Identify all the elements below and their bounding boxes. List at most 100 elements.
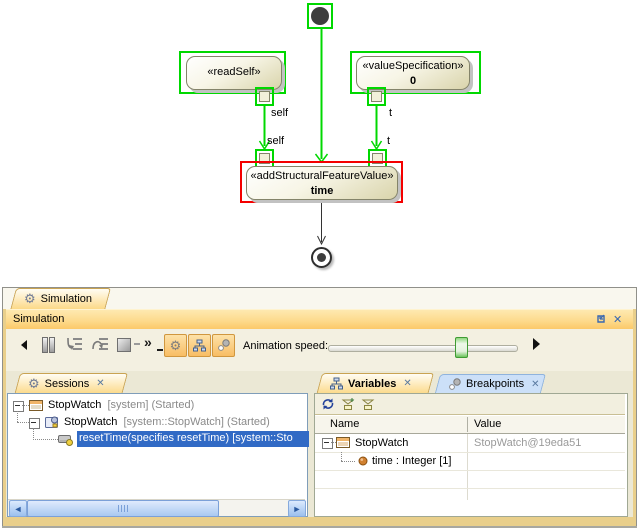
stop-button[interactable] <box>117 338 131 352</box>
export-variable-icon <box>341 398 355 410</box>
column-separator <box>467 434 468 500</box>
variables-row-stopwatch[interactable]: StopWatch StopWatch@19eda51 <box>315 434 625 453</box>
add-sfv-name: time <box>310 185 334 197</box>
add-sfv-action-selection[interactable]: «addStructuralFeatureValue» time <box>240 161 403 203</box>
variable-name: time : Integer [1] <box>372 455 452 467</box>
tab-simulation-label: Simulation <box>40 292 93 305</box>
pin-square-icon <box>371 91 382 102</box>
expander-collapse-icon[interactable] <box>322 438 333 449</box>
expand-right-icon[interactable] <box>533 338 540 350</box>
close-panel-icon[interactable]: ✕ <box>613 314 623 326</box>
sessions-horizontal-scrollbar[interactable]: ◄ ► <box>8 499 306 517</box>
pause-button[interactable] <box>42 337 55 353</box>
pause-icon <box>49 337 55 353</box>
session-detail: [system] (Started) <box>107 399 195 411</box>
initial-node-circle-icon <box>311 7 329 25</box>
value-spec-result-pin[interactable] <box>367 87 386 106</box>
pin-label-t-target[interactable]: t <box>387 135 391 147</box>
collapse-variable-icon <box>361 399 375 410</box>
resume-underscore <box>157 349 163 351</box>
column-header-name: Name <box>330 418 360 430</box>
expander-collapse-icon[interactable] <box>29 418 40 429</box>
toolbar-dash <box>134 343 140 345</box>
tab-simulation[interactable]: ⚙ Simulation <box>10 288 111 309</box>
step-over-icon <box>92 338 108 350</box>
sessions-pane: StopWatch [system] (Started) StopWatch [… <box>7 393 309 517</box>
refresh-button[interactable] <box>321 397 335 414</box>
read-self-action[interactable]: «readSelf» <box>186 56 282 90</box>
value-spec-action-selection[interactable]: «valueSpecification» 0 <box>350 51 481 94</box>
empty-row-separator <box>315 488 625 489</box>
pin-label-t-source[interactable]: t <box>389 107 393 119</box>
hierarchy-icon <box>193 339 206 352</box>
animation-speed-label: Animation speed: <box>243 340 328 352</box>
value-spec-action[interactable]: «valueSpecification» 0 <box>356 56 470 90</box>
read-self-action-selection[interactable]: «readSelf» <box>179 51 286 94</box>
scroll-right-button[interactable]: ► <box>288 500 306 517</box>
activity-diagram-canvas[interactable]: «readSelf» «valueSpecification» 0 self s… <box>0 0 639 285</box>
toggle-breakpoints-button[interactable] <box>212 334 235 357</box>
activity-final-node[interactable] <box>311 247 332 268</box>
session-row-stopwatch-behavior[interactable]: StopWatch [system::StopWatch] (Started) <box>64 416 270 428</box>
simulation-panel-header: Simulation ✕ <box>6 309 633 330</box>
close-sessions-tab-icon[interactable]: ✕ <box>96 378 105 389</box>
animation-speed-slider-track[interactable] <box>328 345 518 352</box>
expander-collapse-icon[interactable] <box>13 401 24 412</box>
close-variables-tab-icon[interactable]: ✕ <box>403 378 412 389</box>
final-node-dot-icon <box>317 253 326 262</box>
read-self-stereotype: «readSelf» <box>207 66 261 78</box>
breakpoints-tab-icon <box>449 377 461 390</box>
pin-label-self-target[interactable]: self <box>267 135 285 147</box>
stopwatch-instance-icon <box>336 437 350 448</box>
variables-table-header: Name Value <box>315 416 625 434</box>
tree-connector <box>341 461 355 462</box>
session-detail: [system::StopWatch] (Started) <box>123 416 270 428</box>
collapse-left-icon[interactable] <box>21 340 27 350</box>
tab-variables-label: Variables <box>348 377 397 390</box>
step-over-button[interactable] <box>91 336 110 357</box>
variables-row-time[interactable]: time : Integer [1] <box>315 452 625 471</box>
scroll-grip-icon <box>118 505 128 512</box>
simulation-tab-row <box>3 288 636 309</box>
tab-sessions-label: Sessions <box>44 377 90 390</box>
float-window-icon[interactable] <box>595 312 607 327</box>
tree-connector <box>33 439 58 440</box>
export-variable-button[interactable] <box>341 397 356 414</box>
pin-label-self-source[interactable]: self <box>271 107 289 119</box>
scroll-thumb[interactable] <box>27 500 219 517</box>
resume-button[interactable]: » <box>144 335 163 352</box>
pin-square-icon <box>259 153 270 164</box>
toggle-simulation-console-button[interactable]: ⚙ <box>164 334 187 357</box>
simulation-gear-icon: ⚙ <box>24 291 36 306</box>
value-slot-icon <box>358 456 368 466</box>
add-sfv-action[interactable]: «addStructuralFeatureValue» time <box>246 166 398 200</box>
add-sfv-stereotype: «addStructuralFeatureValue» <box>250 170 394 182</box>
read-self-result-pin[interactable] <box>255 87 274 106</box>
behavior-execution-icon <box>45 416 58 428</box>
scroll-left-button[interactable]: ◄ <box>9 500 27 517</box>
breakpoints-icon <box>217 339 230 351</box>
window-bottom-shadow <box>2 526 637 528</box>
variables-pane: Name Value StopWatch StopWatch@19eda51 <box>314 393 628 517</box>
close-breakpoints-tab-icon[interactable]: ✕ <box>531 378 540 390</box>
value-spec-stereotype: «valueSpecification» <box>362 60 464 72</box>
initial-node[interactable] <box>307 3 333 29</box>
toggle-variables-button[interactable] <box>188 334 211 357</box>
pin-square-icon <box>259 91 270 102</box>
session-row-stopwatch-system[interactable]: StopWatch [system] (Started) <box>48 399 194 411</box>
panel-title: Simulation <box>13 313 65 325</box>
tree-connector <box>341 452 342 461</box>
step-into-button[interactable] <box>65 336 84 357</box>
column-separator[interactable] <box>467 417 468 432</box>
tab-breakpoints[interactable]: Breakpoints ✕ <box>434 374 546 394</box>
session-row-resettime-selected[interactable]: resetTime(specifies resetTime) [system::… <box>77 431 309 447</box>
collapse-variable-button[interactable] <box>361 397 376 414</box>
tab-variables[interactable]: Variables ✕ <box>316 373 434 394</box>
gear-icon: ⚙ <box>169 338 182 353</box>
tree-connector <box>22 405 29 406</box>
tab-sessions[interactable]: ⚙ Sessions ✕ <box>14 373 128 394</box>
tree-connector <box>331 442 336 443</box>
activity-execution-icon <box>58 435 73 446</box>
animation-speed-slider-thumb[interactable] <box>455 337 468 358</box>
